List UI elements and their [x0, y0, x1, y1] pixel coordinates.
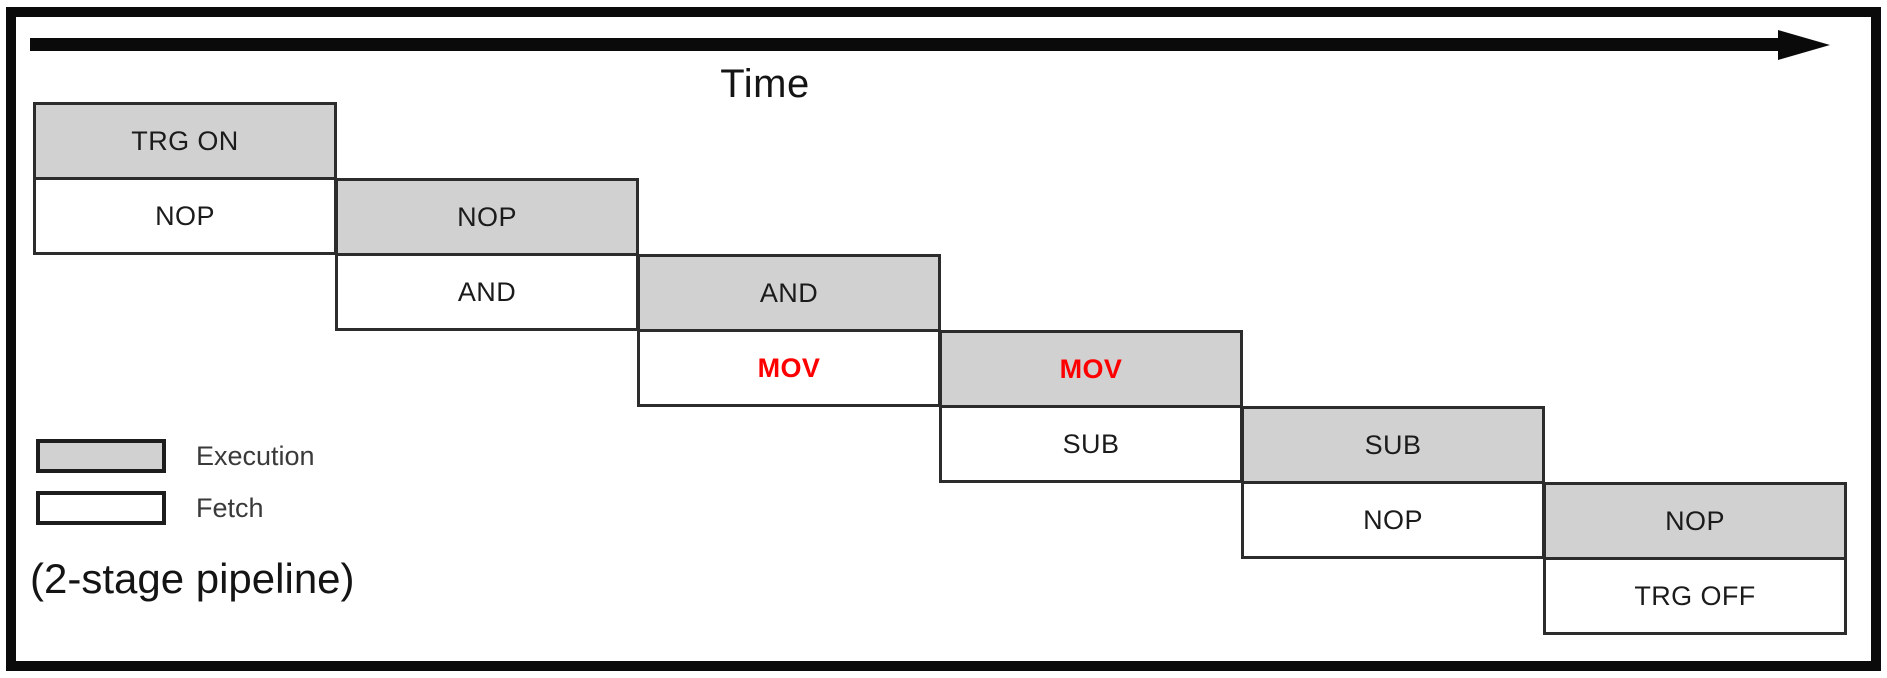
legend-item-fetch: Fetch [36, 482, 496, 534]
pipeline-caption: (2-stage pipeline) [30, 555, 355, 602]
execution-cell: NOP [335, 178, 639, 256]
execution-cell: AND [637, 254, 941, 332]
pipeline-block-2: NOP AND [335, 178, 639, 333]
fetch-cell: TRG OFF [1543, 557, 1847, 635]
time-axis-line [30, 38, 1782, 51]
legend: Execution Fetch [36, 430, 496, 534]
execution-cell-highlighted: MOV [939, 330, 1243, 408]
legend-item-execution: Execution [36, 430, 496, 482]
pipeline-block-1: TRG ON NOP [33, 102, 337, 257]
fetch-cell: AND [335, 253, 639, 331]
execution-cell: NOP [1543, 482, 1847, 560]
time-axis-label: Time [720, 62, 810, 106]
fetch-cell: SUB [939, 405, 1243, 483]
pipeline-block-5: SUB NOP [1241, 406, 1545, 561]
pipeline-block-6: NOP TRG OFF [1543, 482, 1847, 637]
right-arrow-icon [1778, 30, 1830, 60]
pipeline-block-3: AND MOV [637, 254, 941, 409]
fetch-cell: NOP [1241, 481, 1545, 559]
legend-label-execution: Execution [196, 440, 315, 471]
fetch-cell-highlighted: MOV [637, 329, 941, 407]
execution-cell: SUB [1241, 406, 1545, 484]
legend-label-fetch: Fetch [196, 492, 264, 523]
time-axis [30, 30, 1830, 64]
pipeline-block-4: MOV SUB [939, 330, 1243, 485]
gray-filled-box-icon [36, 439, 166, 473]
white-box-icon [36, 491, 166, 525]
fetch-cell: NOP [33, 177, 337, 255]
execution-cell: TRG ON [33, 102, 337, 180]
